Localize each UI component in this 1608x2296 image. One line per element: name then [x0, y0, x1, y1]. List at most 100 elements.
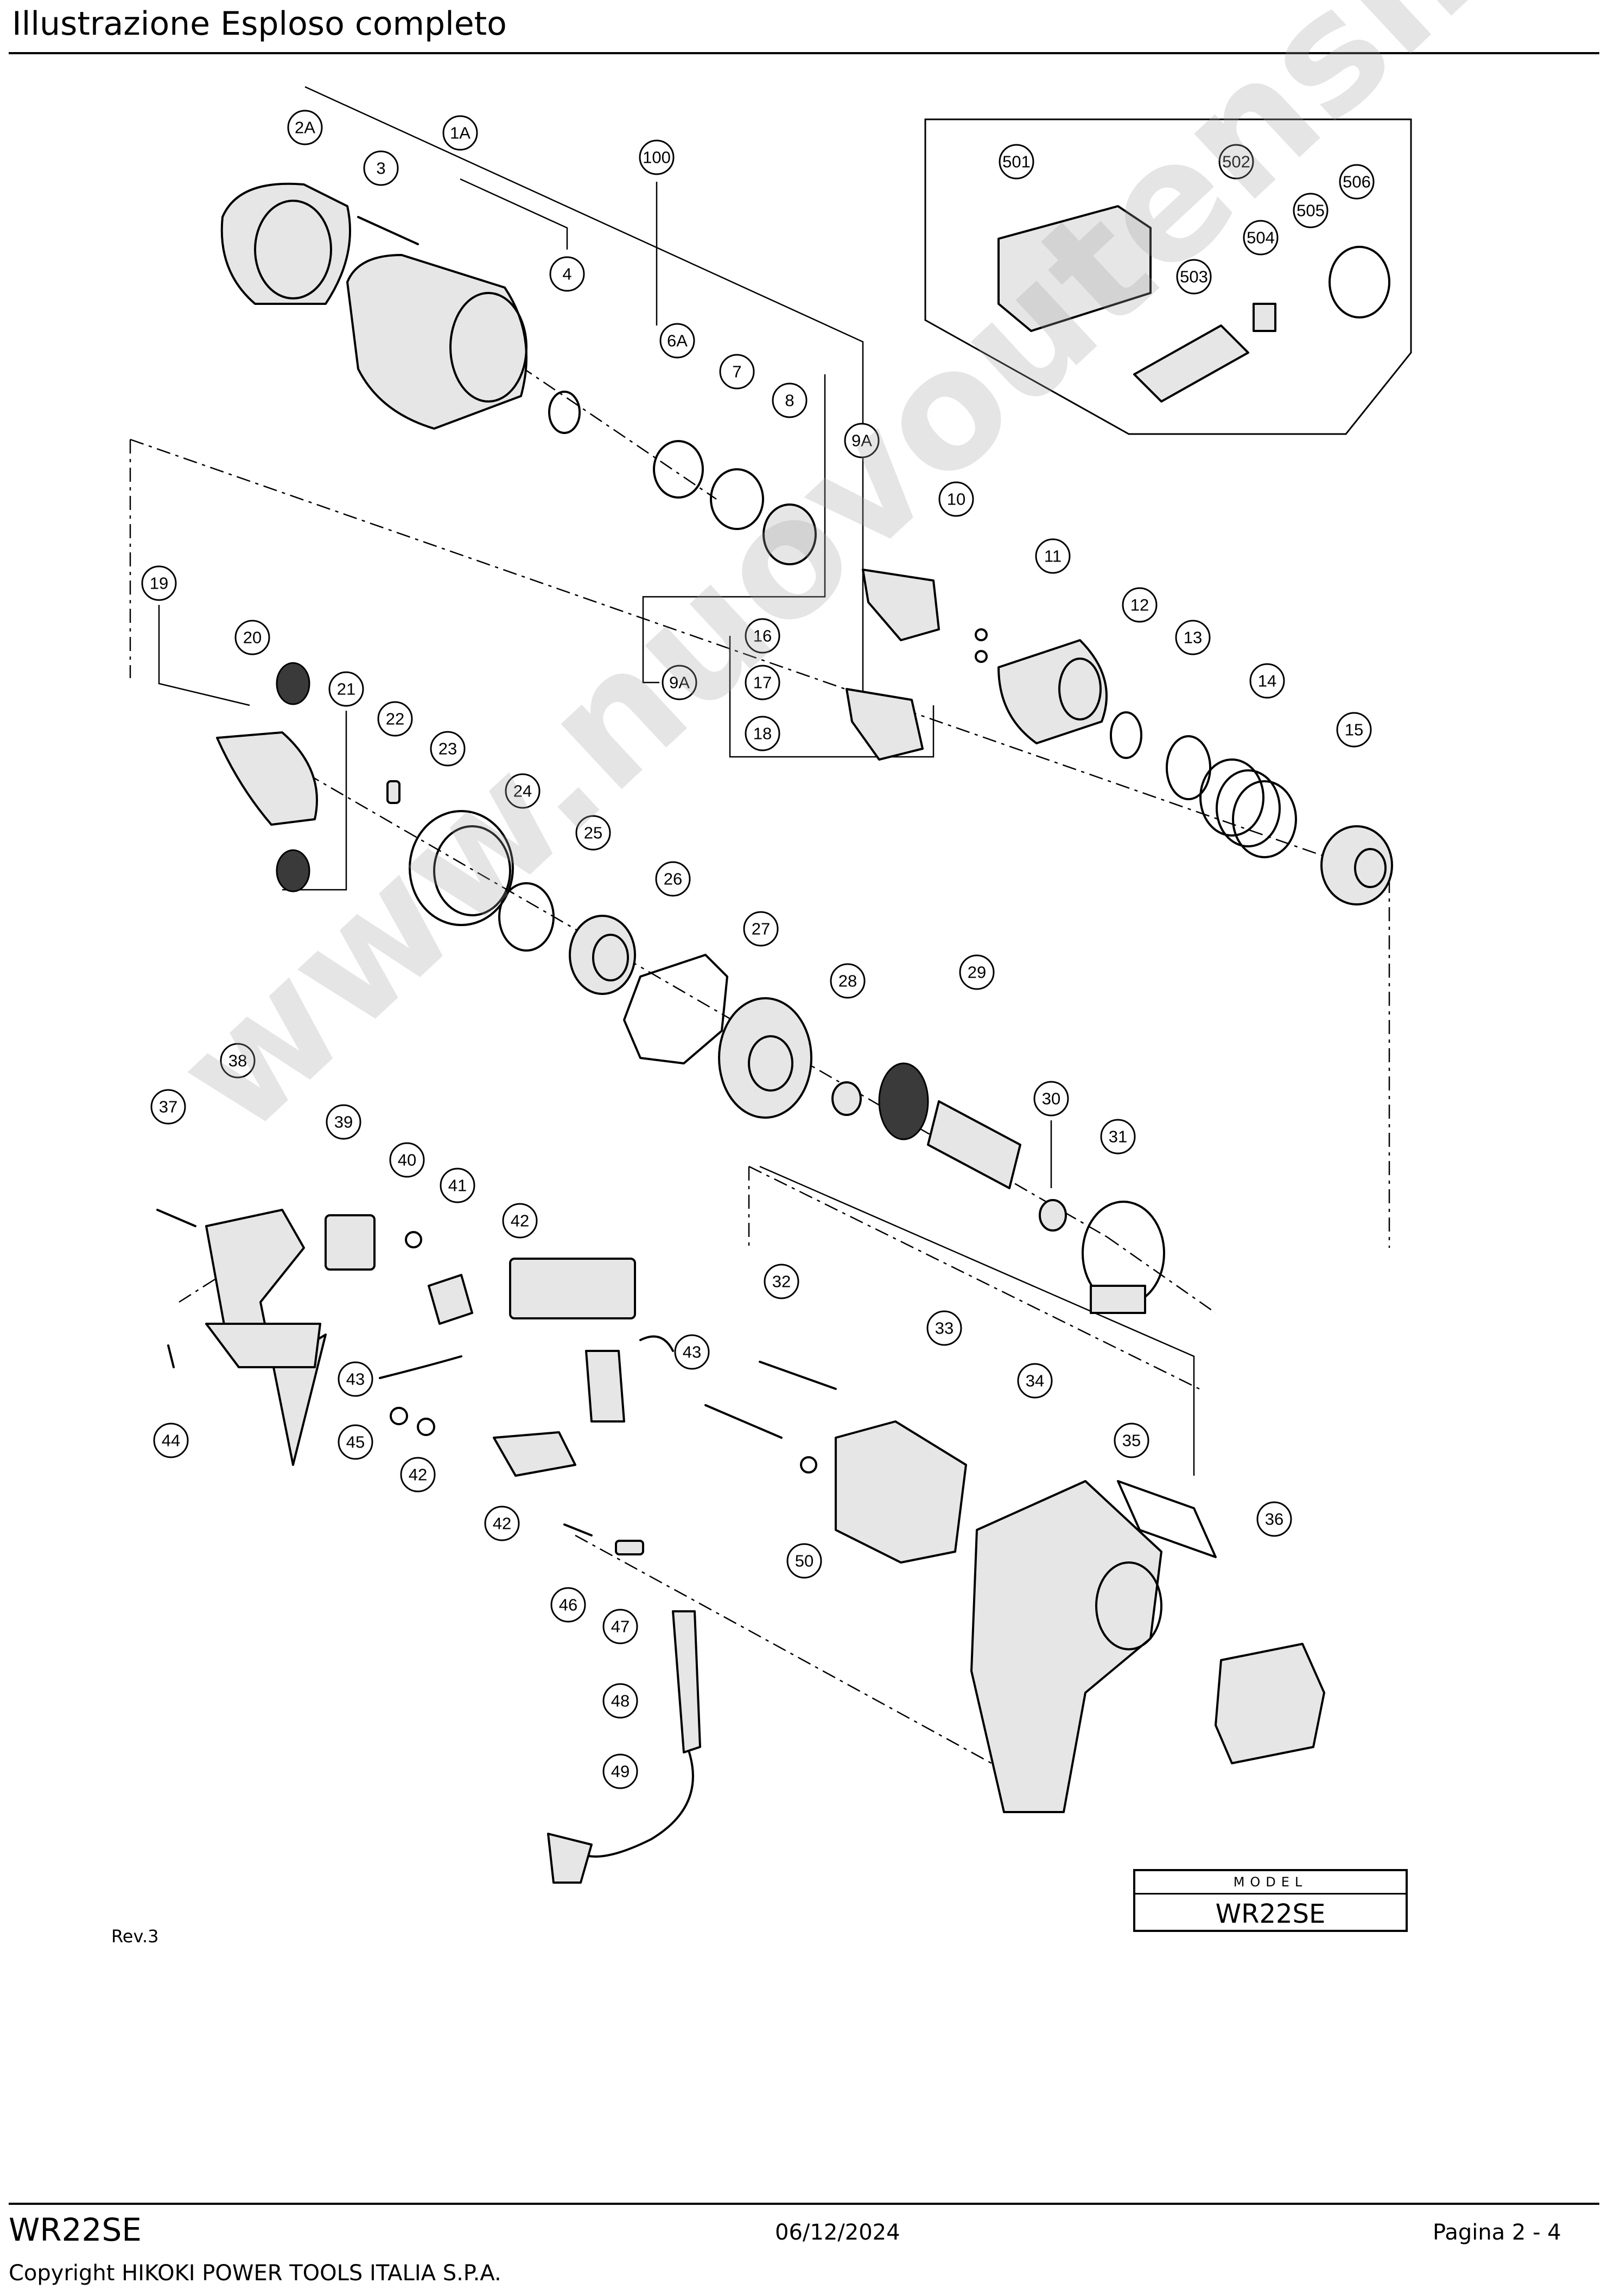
callout-number: 28 — [838, 972, 857, 991]
callout-number: 39 — [334, 1113, 353, 1132]
callout-503: 503 — [1176, 259, 1212, 295]
callout-number: 29 — [968, 963, 986, 982]
callout-number: 9A — [669, 673, 690, 692]
callout-4: 4 — [549, 256, 585, 292]
callout-22: 22 — [377, 701, 413, 737]
callout-number: 33 — [935, 1319, 954, 1338]
callout-34: 34 — [1017, 1363, 1053, 1399]
callout-number: 15 — [1345, 720, 1363, 739]
callout-26: 26 — [655, 861, 691, 897]
callout-circle — [659, 323, 695, 359]
callout-36: 36 — [1256, 1501, 1292, 1537]
callout-10: 10 — [938, 481, 974, 517]
callout-31: 31 — [1100, 1119, 1136, 1155]
callout-506: 506 — [1339, 164, 1375, 200]
callout-35: 35 — [1114, 1423, 1149, 1458]
callout-number: 38 — [228, 1051, 247, 1070]
footer-copyright: Copyright HIKOKI POWER TOOLS ITALIA S.P.… — [9, 2261, 501, 2286]
callout-37: 37 — [150, 1089, 186, 1125]
callout-circle — [745, 716, 780, 751]
callout-23: 23 — [430, 731, 466, 767]
callout-number: 506 — [1343, 173, 1371, 192]
callout-7: 7 — [719, 354, 755, 390]
callout-number: 9A — [851, 431, 872, 450]
callout-18: 18 — [745, 716, 780, 751]
callout-circle — [786, 1543, 822, 1579]
callout-6A: 6A — [659, 323, 695, 359]
callout-number: 32 — [772, 1272, 791, 1291]
callout-circle — [1256, 1501, 1292, 1537]
callout-501: 501 — [999, 144, 1034, 180]
callout-number: 34 — [1026, 1372, 1044, 1391]
callout-circle — [1218, 144, 1254, 180]
callout-circle — [639, 139, 675, 175]
callout-circle — [400, 1457, 436, 1493]
model-label: MODEL — [1135, 1871, 1406, 1895]
callout-circle — [1035, 538, 1071, 574]
footer-page-number: Pagina 2 - 4 — [1433, 2220, 1561, 2245]
callout-3: 3 — [363, 150, 399, 186]
callout-2A: 2A — [287, 110, 323, 145]
callout-42: 42 — [502, 1203, 538, 1239]
callout-number: 25 — [584, 824, 602, 843]
callout-number: 13 — [1184, 628, 1202, 647]
callout-circle — [234, 620, 270, 655]
callout-30: 30 — [1033, 1081, 1069, 1117]
callout-25: 25 — [575, 815, 611, 851]
callout-number: 7 — [732, 362, 741, 381]
callout-44: 44 — [153, 1423, 189, 1458]
callout-circle — [440, 1168, 475, 1203]
callout-27: 27 — [743, 911, 779, 947]
callout-41: 41 — [440, 1168, 475, 1203]
callout-number: 19 — [150, 574, 168, 593]
callout-number: 22 — [386, 710, 404, 729]
callout-circle — [549, 256, 585, 292]
callout-number: 18 — [753, 724, 772, 743]
callout-circle — [772, 382, 808, 418]
callout-circle — [1243, 220, 1279, 256]
callout-28: 28 — [830, 963, 866, 999]
callout-14: 14 — [1249, 663, 1285, 699]
accessory-frame — [924, 118, 1412, 435]
callout-circle — [602, 1609, 638, 1644]
callout-number: 10 — [947, 490, 965, 509]
callout-number: 3 — [376, 159, 385, 178]
callout-number: 26 — [664, 870, 682, 889]
model-value: WR22SE — [1215, 1899, 1326, 1929]
callout-16: 16 — [745, 618, 780, 654]
callout-number: 43 — [683, 1343, 701, 1362]
model-box: MODEL WR22SE — [1133, 1869, 1408, 1932]
callout-9A: 9A — [662, 665, 697, 700]
callout-number: 37 — [159, 1098, 177, 1117]
callout-42: 42 — [484, 1506, 520, 1541]
callout-42: 42 — [400, 1457, 436, 1493]
callout-number: 20 — [243, 628, 262, 647]
callout-17: 17 — [745, 665, 780, 700]
callout-circle — [745, 665, 780, 700]
callout-number: 48 — [611, 1692, 630, 1711]
callout-number: 505 — [1296, 201, 1325, 220]
callout-number: 24 — [513, 782, 532, 801]
callout-number: 40 — [398, 1151, 416, 1170]
callout-number: 46 — [559, 1596, 577, 1615]
callout-circle — [602, 1683, 638, 1719]
callout-48: 48 — [602, 1683, 638, 1719]
callout-number: 42 — [511, 1211, 529, 1230]
callout-circle — [764, 1264, 799, 1299]
callout-43: 43 — [338, 1361, 373, 1397]
callout-circle — [326, 1104, 361, 1140]
callout-32: 32 — [764, 1264, 799, 1299]
callout-circle — [743, 911, 779, 947]
callout-circle — [1100, 1119, 1136, 1155]
callout-circle — [442, 115, 478, 151]
callout-number: 49 — [611, 1762, 630, 1781]
callout-19: 19 — [141, 565, 177, 601]
callout-number: 42 — [409, 1465, 427, 1484]
callout-circle — [1122, 587, 1158, 623]
callout-24: 24 — [505, 773, 541, 809]
part-drawings — [156, 182, 1393, 1884]
callout-circle — [153, 1423, 189, 1458]
callout-circle — [662, 665, 697, 700]
callout-number: 12 — [1130, 596, 1149, 615]
